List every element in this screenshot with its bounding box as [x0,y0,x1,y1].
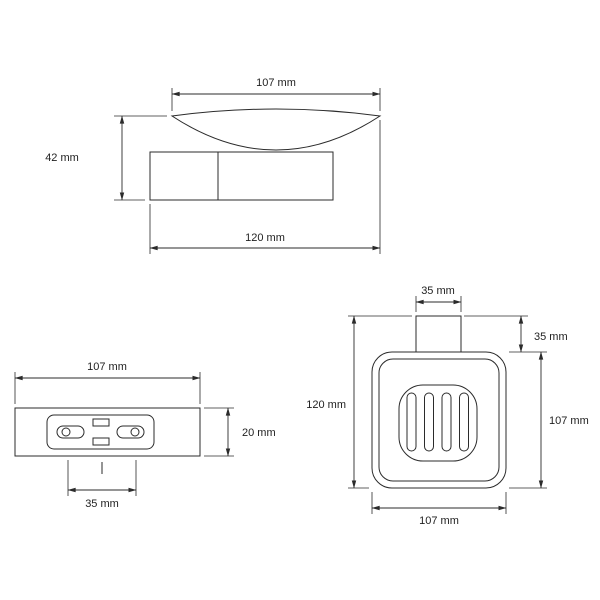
bracket-hole-right [130,427,140,437]
plan-view: 35 mm 35 mm 120 mm 107 mm [306,285,589,527]
bracket-width-label: 107 mm [87,361,127,373]
plan-wall-tab [415,315,462,352]
bracket-dim-holes: 35 mm [67,460,137,510]
plan-width-label: 107 mm [419,515,459,527]
bracket-dim-width: 107 mm [14,361,201,404]
plan-total-depth-label: 120 mm [306,399,346,411]
plan-dim-tab-width: 35 mm [415,285,462,312]
bracket-center-cutout-bottom [92,437,110,446]
bracket-slot-right [116,425,145,439]
plan-dim-total-depth: 120 mm [306,315,412,489]
plan-dim-width: 107 mm [371,492,507,527]
bracket-holes-label: 35 mm [85,498,119,510]
side-view-dim-height: 42 mm [45,115,167,201]
bracket-slot-left [56,425,85,439]
side-view: 107 mm 42 mm 120 mm [45,77,382,254]
plan-drain-outline [398,384,478,462]
side-view-dim-top-width: 107 mm [171,77,381,111]
bracket-height-label: 20 mm [242,427,276,439]
bracket-center-cutout-top [92,418,110,427]
side-view-dish-profile [170,108,382,151]
bracket-hole-left [61,427,71,437]
bracket-mounting-plate [46,414,155,450]
plan-drain-slot-3 [441,392,452,452]
plan-dish-inner [378,358,500,482]
side-view-dim-depth: 120 mm [149,120,381,254]
plan-dim-tab-depth: 35 mm [464,315,568,353]
plan-drain-slot-1 [406,392,417,452]
plan-tab-width-label: 35 mm [421,285,455,297]
bracket-front-view: 107 mm 20 mm 35 mm [14,361,276,510]
plan-depth-label: 107 mm [549,415,589,427]
side-view-bracket [149,151,334,201]
side-view-top-width-label: 107 mm [256,77,296,89]
plan-tab-depth-label: 35 mm [534,331,568,343]
plan-drain-slot-4 [459,392,469,452]
bracket-dim-height: 20 mm [204,407,276,457]
side-view-depth-label: 120 mm [245,232,285,244]
plan-drain-slot-2 [424,392,434,452]
plan-dish-outer [371,351,507,489]
plan-dim-depth: 107 mm [509,351,589,489]
side-view-height-label: 42 mm [45,152,79,164]
bracket-body [14,407,201,457]
